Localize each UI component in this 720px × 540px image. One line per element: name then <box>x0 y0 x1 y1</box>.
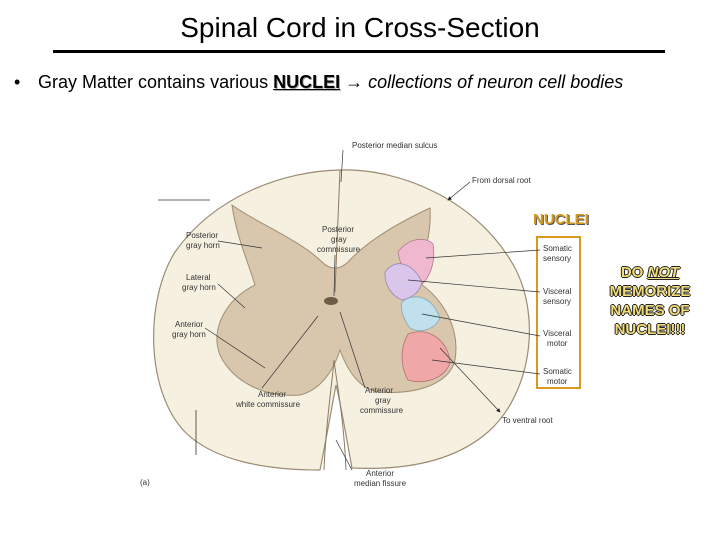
nucleus-visceral-motor <box>401 296 441 332</box>
label-posterior-gray-commissure-2: gray <box>331 235 347 244</box>
arrow-icon: → <box>345 72 364 92</box>
label-visceral-motor-2: motor <box>547 339 568 348</box>
label-lateral-gray-horn: Lateral <box>186 273 211 282</box>
warning-line-2: MEMORIZE <box>609 283 691 300</box>
label-somatic-sensory: Somatic <box>543 244 572 253</box>
label-anterior-white-commissure-2: white commissure <box>235 400 301 409</box>
label-to-ventral-root: To ventral root <box>502 416 553 425</box>
label-anterior-median-fissure-2: median fissure <box>354 479 407 488</box>
label-somatic-sensory-2: sensory <box>543 254 571 263</box>
label-anterior-gray-commissure-2: gray <box>375 396 391 405</box>
page-title: Spinal Cord in Cross-Section <box>180 12 540 43</box>
label-posterior-gray-commissure: Posterior <box>322 225 354 234</box>
label-lateral-gray-horn-2: gray horn <box>182 283 216 292</box>
label-from-dorsal-root: From dorsal root <box>472 176 531 185</box>
label-anterior-gray-horn-2: gray horn <box>172 330 206 339</box>
bullet-line: • Gray Matter contains various NUCLEI → c… <box>14 72 623 93</box>
label-somatic-motor: Somatic <box>543 367 572 376</box>
label-anterior-median-fissure: Anterior <box>366 469 394 478</box>
central-canal <box>324 297 338 305</box>
label-posterior-gray-horn: Posterior <box>186 231 218 240</box>
label-posterior-gray-commissure-3: commissure <box>317 245 361 254</box>
warning-note: DO NOT MEMORIZE NAMES OF NUCLEI!!! <box>590 263 710 339</box>
label-somatic-motor-2: motor <box>547 377 568 386</box>
bullet-definition: collections of neuron cell bodies <box>368 72 624 92</box>
label-panel-tag: (a) <box>140 478 150 487</box>
label-visceral-sensory-2: sensory <box>543 297 571 306</box>
title-underline <box>53 50 665 53</box>
label-anterior-white-commissure: Anterior <box>258 390 286 399</box>
bullet-keyword: NUCLEI <box>273 72 341 92</box>
posterior-median-sulcus <box>334 169 341 293</box>
nuclei-bracket <box>536 236 581 389</box>
warning-line-4: NUCLEI!!! <box>614 321 686 338</box>
anterior-median-fissure <box>323 359 347 471</box>
nuclei-callout: NUCLEI <box>533 211 589 228</box>
bullet-prefix: Gray Matter contains various <box>38 72 269 92</box>
bullet-marker: • <box>14 72 21 92</box>
warning-line-1: DO NOT <box>620 264 680 281</box>
label-anterior-gray-commissure-3: commissure <box>360 406 404 415</box>
label-anterior-gray-horn: Anterior <box>175 320 203 329</box>
label-anterior-gray-commissure: Anterior <box>365 386 393 395</box>
warning-line-3: NAMES OF <box>610 302 690 319</box>
label-visceral-motor: Visceral <box>543 329 572 338</box>
label-visceral-sensory: Visceral <box>543 287 572 296</box>
nucleus-visceral-sensory <box>384 263 423 301</box>
label-posterior-median-sulcus: Posterior median sulcus <box>352 141 437 150</box>
label-posterior-gray-horn-2: gray horn <box>186 241 220 250</box>
nucleus-somatic-motor <box>401 331 451 382</box>
